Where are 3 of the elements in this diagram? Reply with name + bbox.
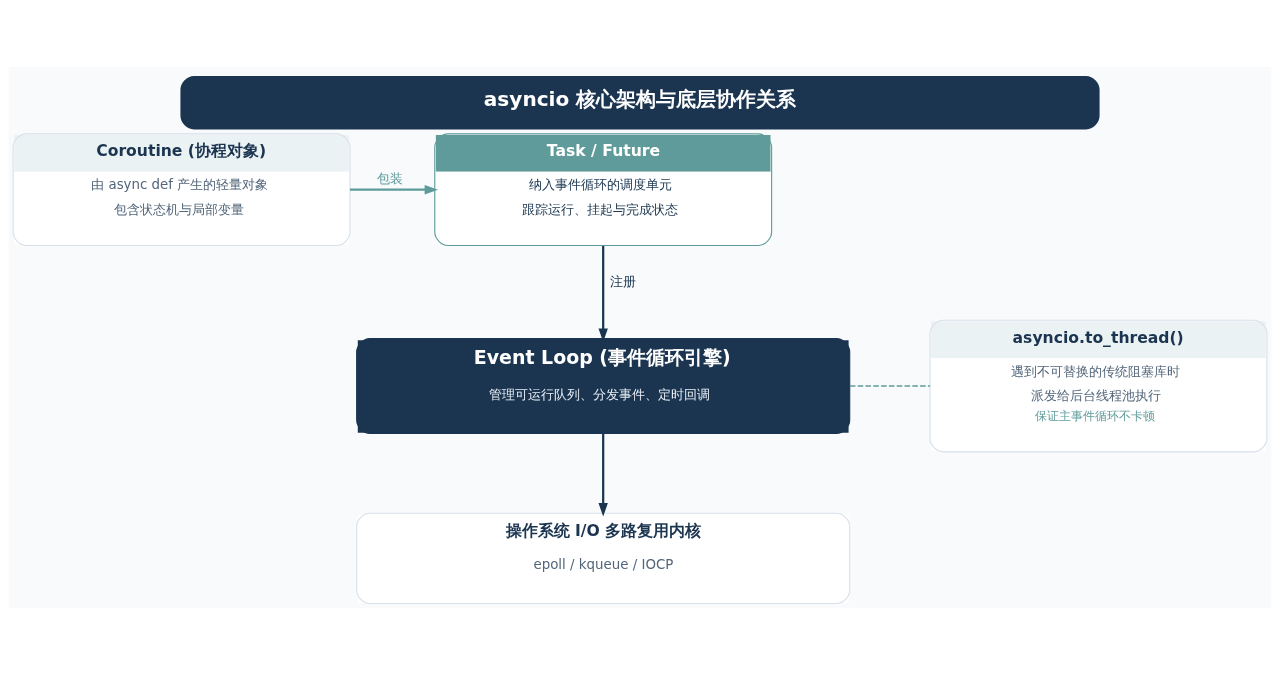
diagram-title: asyncio 核心架构与底层协作关系 [483, 86, 797, 111]
edge-label: 注册 [610, 273, 637, 289]
edge-label: 包装 [377, 170, 404, 186]
